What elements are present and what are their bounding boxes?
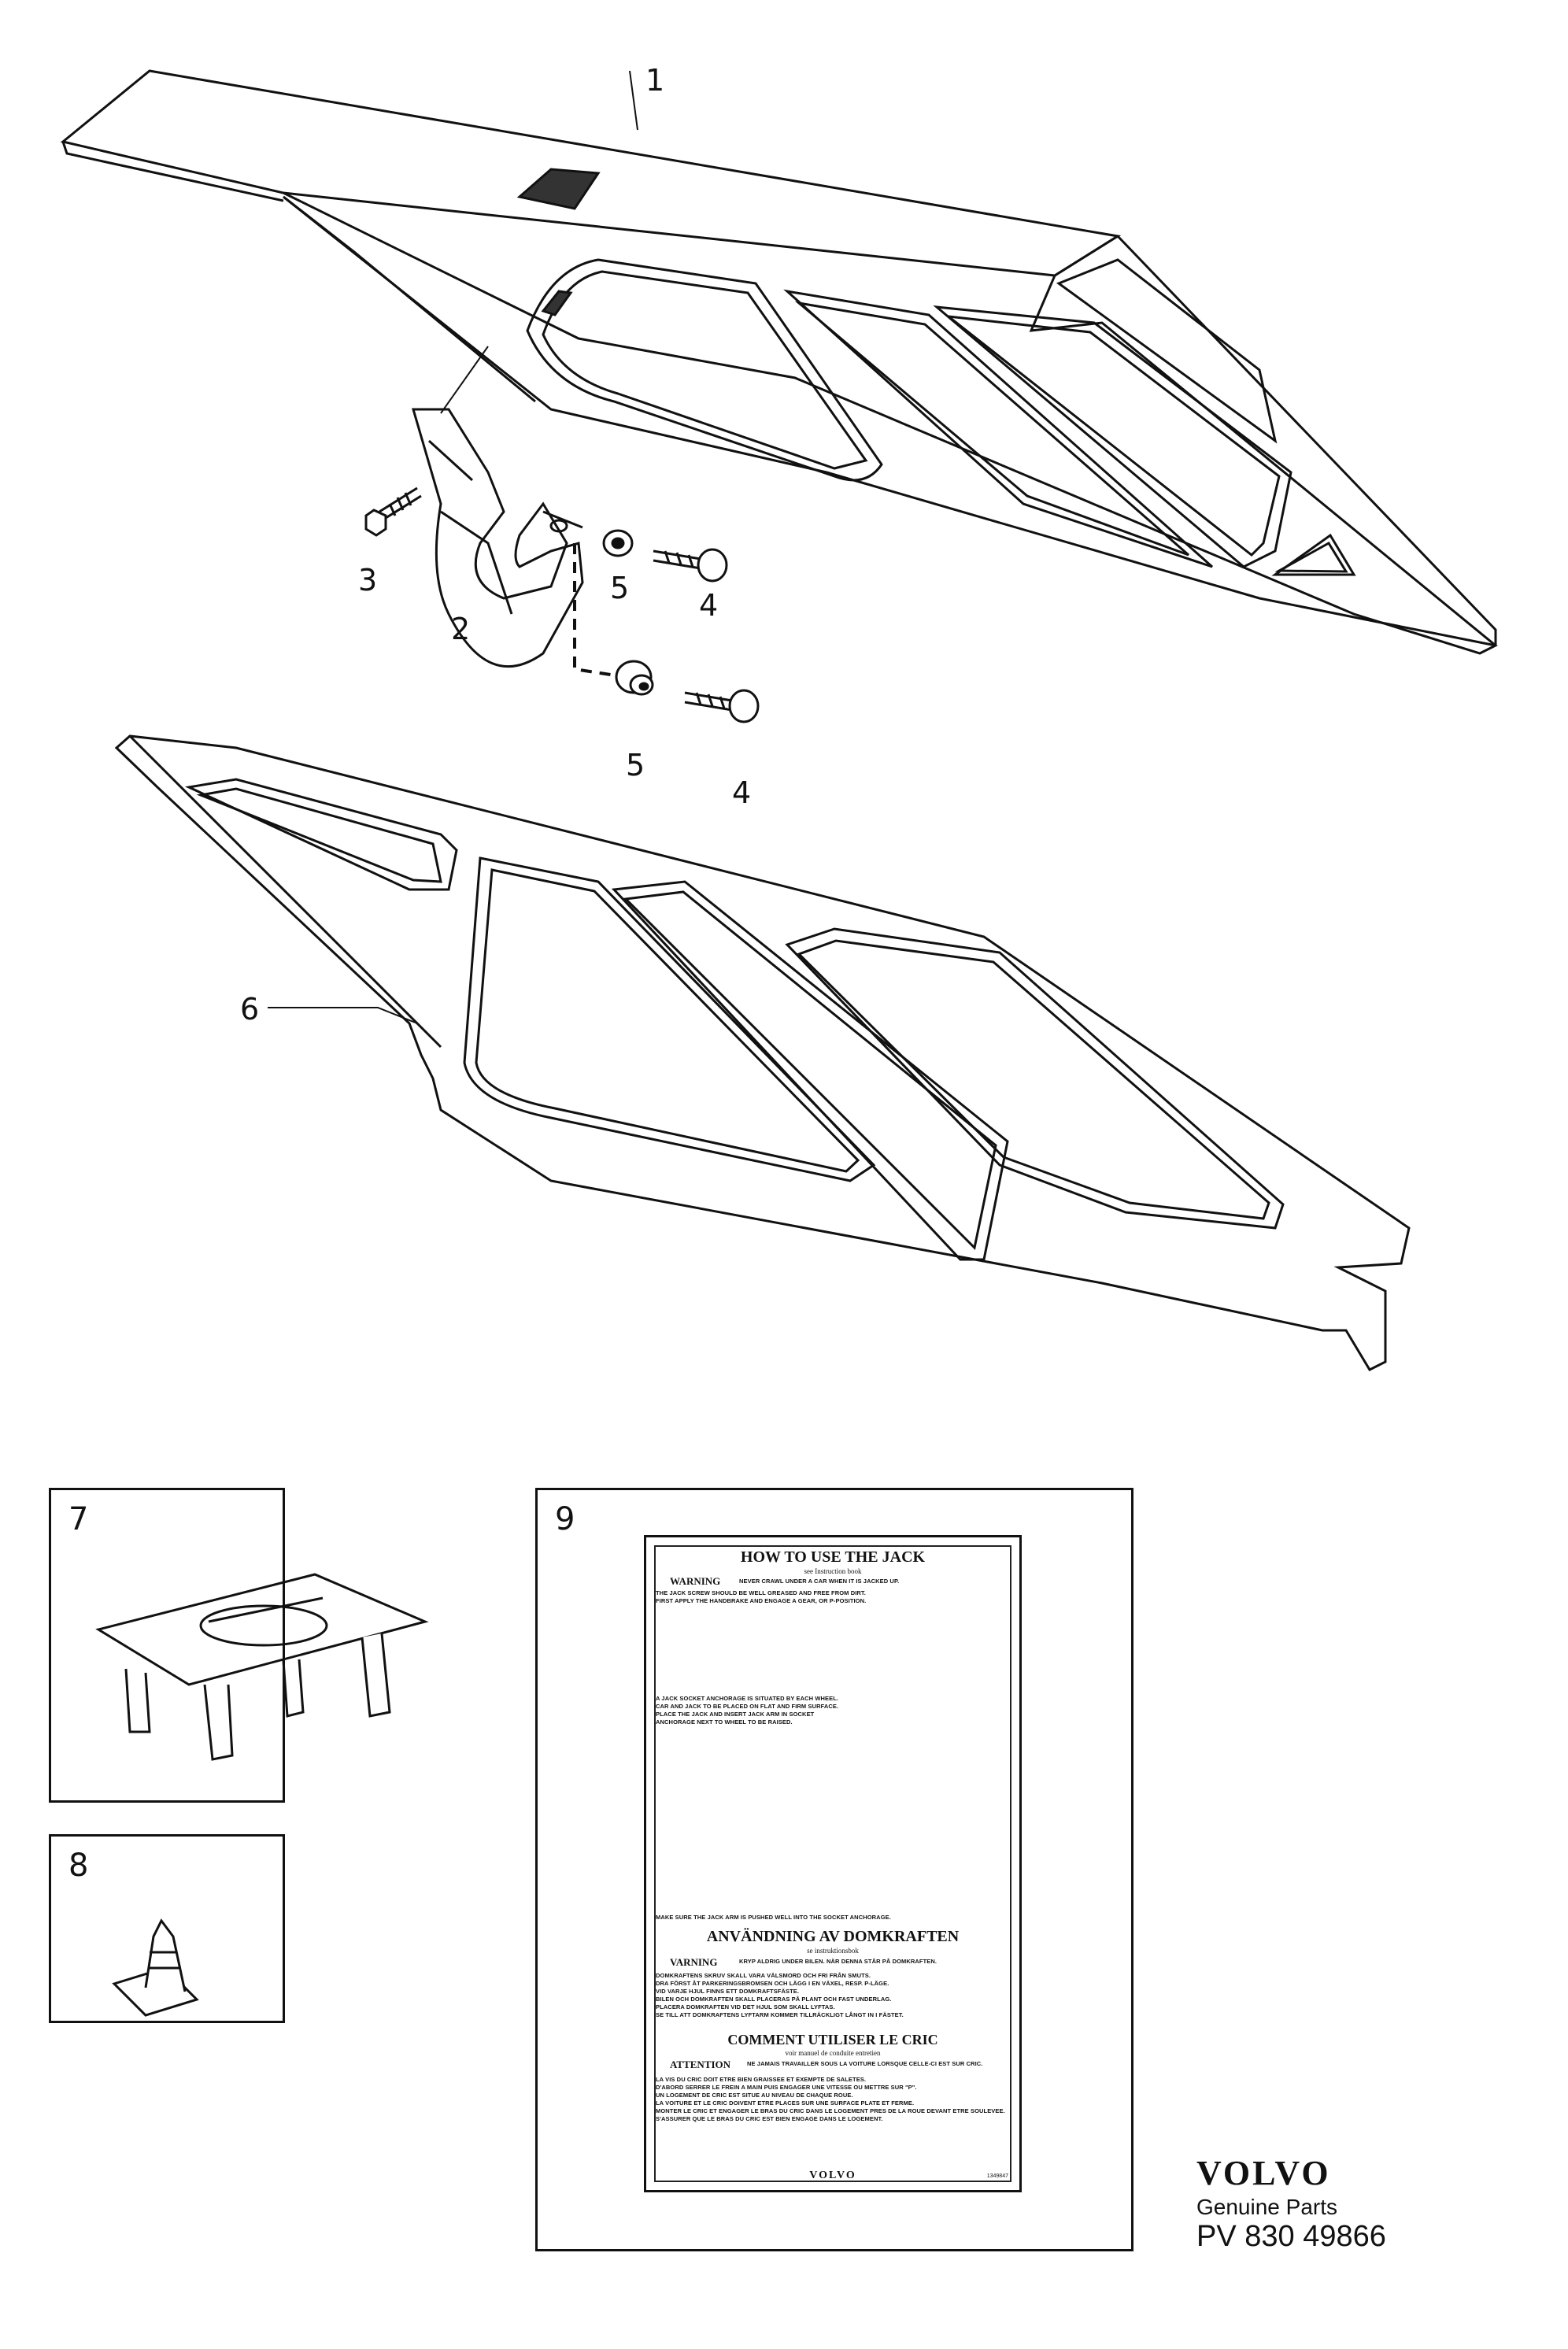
part-4-bolt-upper: [653, 548, 728, 583]
label-sub-fr: voir manuel de conduite entretien: [785, 2049, 881, 2057]
callout-4-lower: 4: [732, 775, 751, 810]
part-3-screw: [364, 486, 422, 537]
label-warning-en-text: NEVER CRAWL UNDER A CAR WHEN IT IS JACKE…: [739, 1578, 900, 1585]
part-8-clip: [112, 1918, 199, 2017]
box-part-7: 7: [49, 1488, 285, 1803]
label-sub-en: see Instruction book: [804, 1567, 862, 1575]
callout-5-upper: 5: [610, 571, 629, 605]
leader-part2-up: [440, 346, 489, 414]
part-6-lower-panel: [114, 734, 1411, 1371]
leader-dashed: [573, 543, 627, 679]
label-steps-en-b: A JACK SOCKET ANCHORAGE IS SITUATED BY E…: [656, 1695, 839, 1726]
part-5-washer-lower: [615, 660, 654, 696]
part-7-clip: [95, 1573, 429, 1761]
jack-instruction-label: HOW TO USE THE JACK see Instruction book…: [644, 1535, 1022, 2192]
label-warning-en: WARNING: [670, 1575, 721, 1587]
callout-5-lower: 5: [626, 748, 645, 782]
callout-4-upper: 4: [699, 588, 718, 623]
callout-1: 1: [645, 63, 664, 98]
box-8-number: 8: [68, 1848, 89, 1884]
leader-part1: [629, 70, 638, 131]
label-warning-sv-text: KRYP ALDRIG UNDER BILEN. NÄR DENNA STÅR …: [739, 1958, 937, 1965]
part-4-bolt-lower: [684, 689, 760, 723]
brand-logo: VOLVO: [1196, 2154, 1331, 2192]
label-steps-fr: LA VIS DU CRIC DOIT ETRE BIEN GRAISSEE E…: [656, 2076, 1005, 2122]
part-1-cover-panel: [60, 69, 1498, 655]
label-sub-sv: se instruktionsbok: [807, 1947, 859, 1955]
box-7-number: 7: [68, 1501, 89, 1537]
box-9-number: 9: [555, 1501, 575, 1537]
label-steps-sv: DOMKRAFTENS SKRUV SKALL VARA VÄLSMORD OC…: [656, 1972, 904, 2018]
leader-part6: [268, 1007, 418, 1024]
part-2-jack-bracket: [412, 408, 584, 668]
label-title-fr: COMMENT UTILISER LE CRIC: [727, 2032, 938, 2048]
label-warning-sv: VARNING: [670, 1956, 718, 1968]
label-warning-fr-text: NE JAMAIS TRAVAILLER SOUS LA VOITURE LOR…: [747, 2060, 983, 2067]
label-warning-fr: ATTENTION: [670, 2059, 731, 2070]
box-part-8: 8: [49, 1834, 285, 2023]
callout-2: 2: [451, 612, 470, 646]
brand-tagline: Genuine Parts: [1196, 2195, 1337, 2219]
label-title-sv: ANVÄNDNING AV DOMKRAFTEN: [706, 1928, 960, 1945]
label-title-en: HOW TO USE THE JACK: [740, 1548, 926, 1566]
brand-part-code: PV 830 49866: [1196, 2220, 1386, 2253]
label-border: [654, 1545, 1011, 2182]
brand-block: VOLVO Genuine Parts PV 830 49866: [1196, 2153, 1386, 2254]
label-steps-en-a: THE JACK SCREW SHOULD BE WELL GREASED AN…: [656, 1589, 867, 1604]
label-step-en-c: MAKE SURE THE JACK ARM IS PUSHED WELL IN…: [656, 1914, 891, 1921]
box-part-9: 9: [535, 1488, 1133, 2251]
label-code: 1349847: [986, 2173, 1008, 2179]
callout-3: 3: [358, 563, 377, 597]
label-footer-logo: VOLVO: [809, 2170, 856, 2181]
part-5-washer-upper: [602, 529, 634, 557]
callout-6: 6: [240, 992, 259, 1027]
